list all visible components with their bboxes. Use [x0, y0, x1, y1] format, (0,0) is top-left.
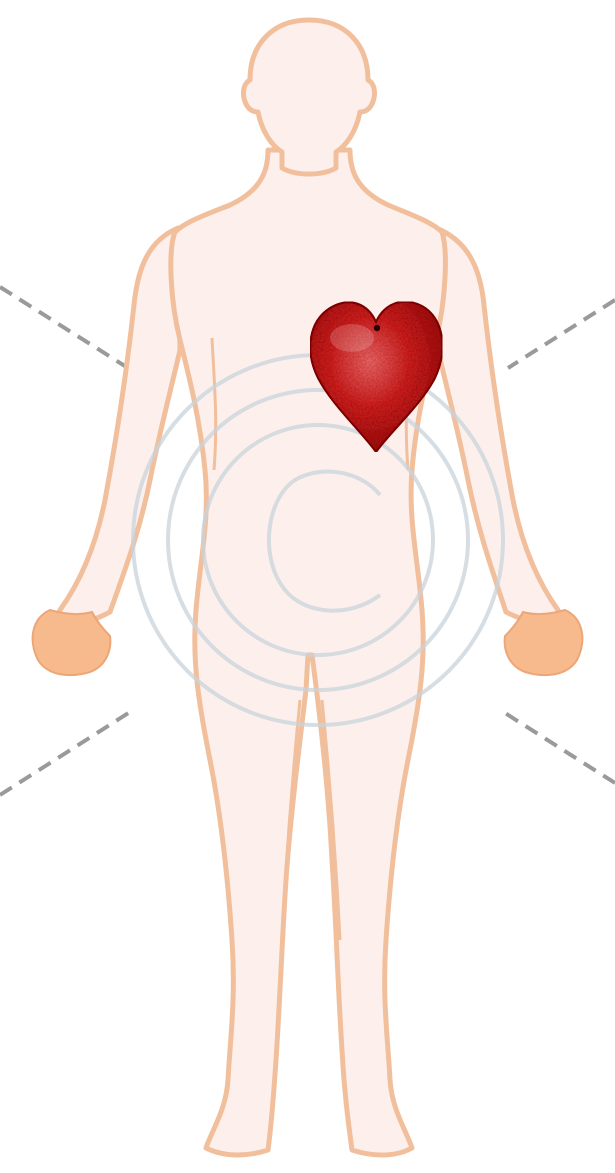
head: [243, 20, 374, 174]
pointer-line-lower-left: [0, 712, 130, 795]
left-arm: [52, 228, 180, 630]
pointer-line-upper-left: [0, 287, 128, 368]
human-body: [52, 20, 566, 1155]
heart-dot: [374, 325, 380, 331]
pointer-line-lower-right: [505, 713, 615, 783]
heart-highlight: [330, 324, 374, 352]
right-hand: [505, 610, 583, 675]
pointer-line-upper-right: [508, 300, 615, 368]
